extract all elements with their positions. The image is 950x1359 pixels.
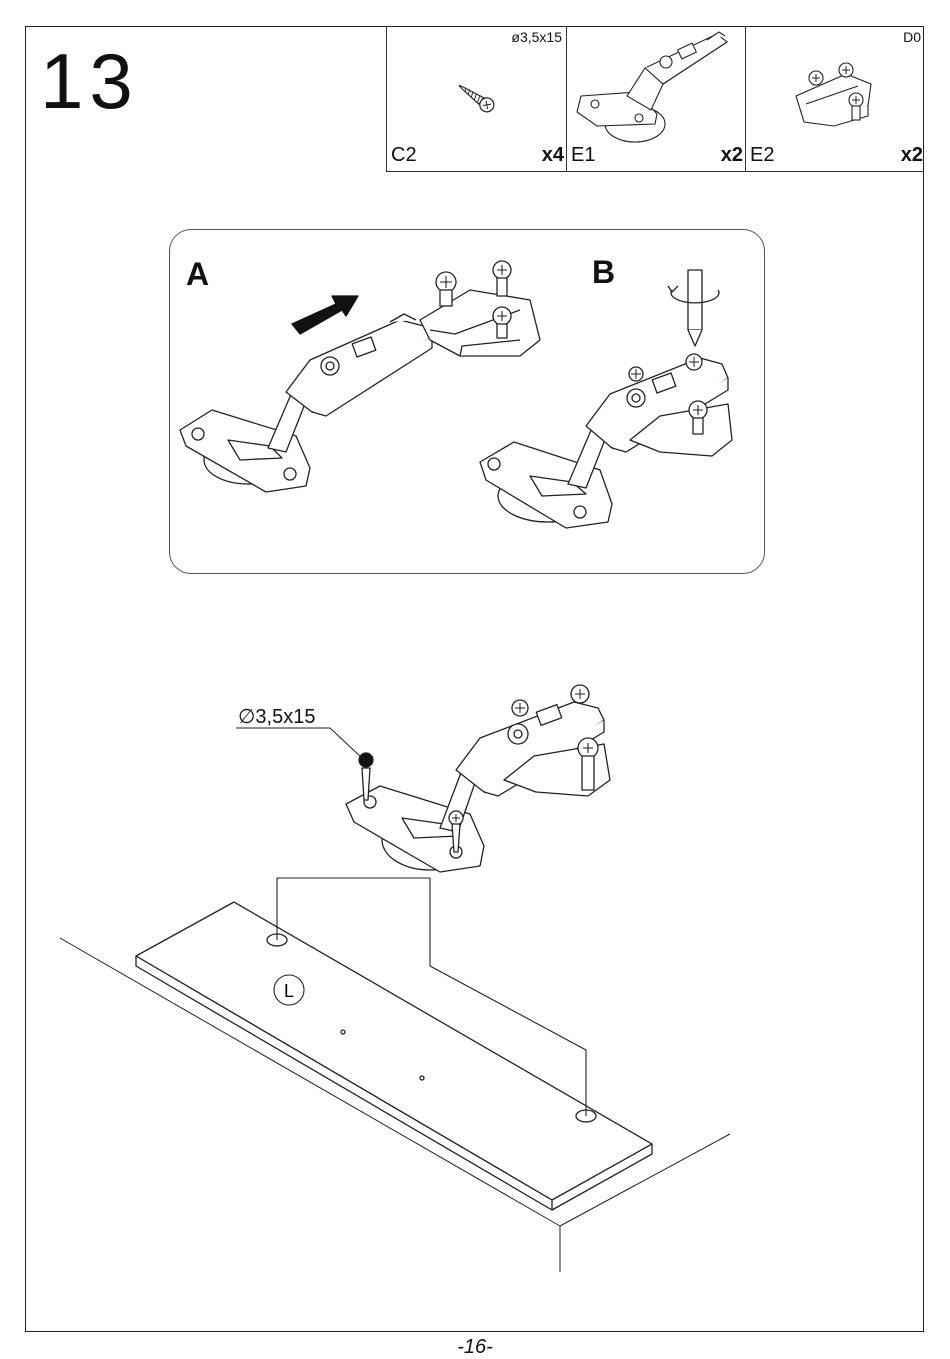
dimension-label: ∅3,5x15 xyxy=(238,704,315,729)
door-panel-illustration xyxy=(60,878,730,1272)
page-number: -16- xyxy=(0,1336,950,1359)
hinge-a-illustration xyxy=(180,261,540,492)
slide-arrow-icon xyxy=(292,296,358,334)
hinge-main-illustration xyxy=(346,685,610,872)
panel-marker: L xyxy=(284,981,294,1001)
